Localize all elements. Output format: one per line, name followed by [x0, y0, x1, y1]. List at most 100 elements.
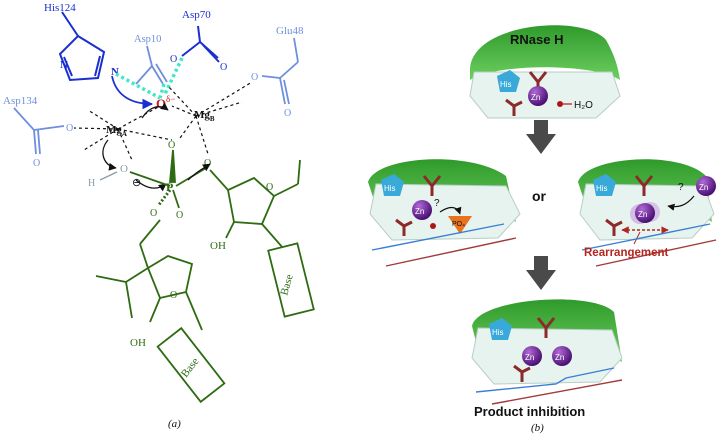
residue-mr-2	[605, 218, 623, 236]
lower-ribose	[95, 219, 203, 331]
zn-label-mr: Zn	[638, 210, 647, 219]
nucleophile-charge: δ−	[166, 94, 175, 104]
enzyme-top: RNase H His Zn H₂O	[469, 25, 621, 119]
his124-label: His124	[44, 2, 76, 14]
enzyme-midleft-pocket	[369, 183, 521, 241]
phosphate-o-left: O	[150, 208, 157, 219]
coordination-bonds	[73, 81, 253, 161]
glu48-o2: O	[284, 108, 291, 119]
lower-oh: OH	[130, 337, 146, 349]
strand-mr-blue	[581, 223, 711, 251]
enzyme-mid-left: His Zn ? PO₄	[368, 159, 521, 267]
enzyme-bottom-pocket	[471, 327, 623, 385]
water-dot	[557, 101, 563, 107]
lower-ring-oxygen: O	[170, 290, 177, 301]
zn-label-incoming: Zn	[699, 183, 708, 192]
zn-ion-mr	[635, 203, 655, 223]
zn-ion-top	[528, 86, 548, 106]
zn-label-top: Zn	[531, 93, 540, 102]
phosphate-group	[129, 149, 207, 209]
his-pentagon-mr	[593, 174, 616, 196]
his-pentagon-bottom	[489, 318, 512, 340]
strand-ml-blue	[371, 223, 505, 251]
strand-bottom-blue	[475, 367, 615, 393]
po4-label: PO₄	[452, 221, 465, 228]
glu48-label: Glu48	[276, 25, 304, 37]
phosphate-o-right: O	[204, 158, 211, 169]
residue-ml-1	[422, 175, 442, 196]
his-n3-label: N	[111, 66, 119, 78]
upper-oh: OH	[210, 240, 226, 252]
residue-bottom-2	[513, 364, 531, 382]
water-hydrogen: H	[88, 178, 95, 189]
strand-bottom-red	[491, 379, 623, 405]
question-mr: ?	[678, 182, 684, 193]
his-pentagon-ml	[381, 174, 404, 196]
his-label-mr: His	[596, 184, 608, 193]
leaving-arrow	[187, 163, 211, 181]
down-arrow-2	[526, 256, 556, 290]
nucleophile-oxygen: O	[156, 96, 166, 111]
strand-mr-red	[595, 239, 717, 267]
zn-label-bottom-1: Zn	[525, 353, 534, 362]
asp134-o1: O	[66, 123, 73, 134]
his-pentagon-top	[497, 70, 520, 92]
upper-base-box	[267, 242, 315, 318]
down-arrow-1	[526, 120, 556, 154]
upper-ring-oxygen: O	[266, 182, 273, 193]
panel-b: RNase H His Zn H₂O His Zn ?	[368, 25, 717, 434]
asp70-residue	[181, 25, 220, 63]
asp70-o2: O	[220, 62, 227, 73]
phosphate-o-bottom: O	[176, 210, 183, 221]
panel-b-label: (b)	[531, 422, 544, 434]
attack-arrow	[135, 179, 167, 192]
asp134-o2: O	[33, 158, 40, 169]
panel-a: His124 N N Asp70 O O Asp10 Glu48	[3, 2, 315, 430]
his-label-top: His	[500, 80, 512, 89]
his-n1-label: N	[60, 59, 68, 71]
zn-ion-ml	[412, 200, 432, 220]
his-label-ml: His	[384, 184, 396, 193]
asp70-label: Asp70	[182, 9, 211, 21]
rearrangement-label: Rearrangement	[584, 247, 669, 259]
hydrogen-bonds	[115, 57, 184, 100]
lower-base-box	[156, 326, 226, 404]
question-ml: ?	[434, 198, 440, 209]
move-arrow-ml	[439, 206, 462, 215]
enzyme-mid-right: His Zn Zn ?	[578, 159, 717, 267]
panel-a-label: (a)	[168, 418, 181, 430]
enzyme-top-cap	[470, 25, 620, 80]
upper-base-label: Base	[278, 273, 295, 297]
water-oh-bond	[99, 171, 118, 181]
asp134-residue	[13, 107, 65, 155]
asp134-label: Asp134	[3, 95, 38, 107]
product-inhibition-label: Product inhibition	[474, 404, 585, 419]
zn-ion-incoming	[696, 176, 716, 196]
asp10-residue	[135, 45, 168, 85]
zn-label-ml: Zn	[415, 207, 424, 216]
glu48-o1: O	[251, 72, 258, 83]
mg-b-ion: MgB	[194, 109, 215, 123]
asp70-o1: O	[170, 54, 177, 65]
residue-top-2	[505, 98, 523, 116]
rearrange-pointer	[633, 231, 641, 245]
zn-ion-bottom-1	[522, 346, 542, 366]
phosphate-o-top: O	[168, 140, 175, 151]
mg-electron-arrow	[141, 102, 169, 119]
product-water-dot	[430, 223, 436, 229]
residue-bottom-1	[536, 317, 556, 338]
zn-label-bottom-2: Zn	[555, 353, 564, 362]
strand-ml-red	[385, 237, 517, 267]
mg-a-ion: MgA	[106, 124, 127, 138]
or-label: or	[532, 188, 547, 204]
minus-charge: ⊖	[132, 177, 141, 189]
enzyme-bottom: His Zn Zn	[471, 299, 623, 405]
water-label: H₂O	[574, 100, 593, 111]
his-label-bottom: His	[492, 328, 504, 337]
phosphorus-atom: P	[166, 180, 173, 194]
deprotonation-arrow	[102, 139, 117, 171]
incoming-arrow	[667, 195, 695, 211]
his124-residue	[58, 11, 106, 82]
asp10-label: Asp10	[134, 34, 161, 45]
